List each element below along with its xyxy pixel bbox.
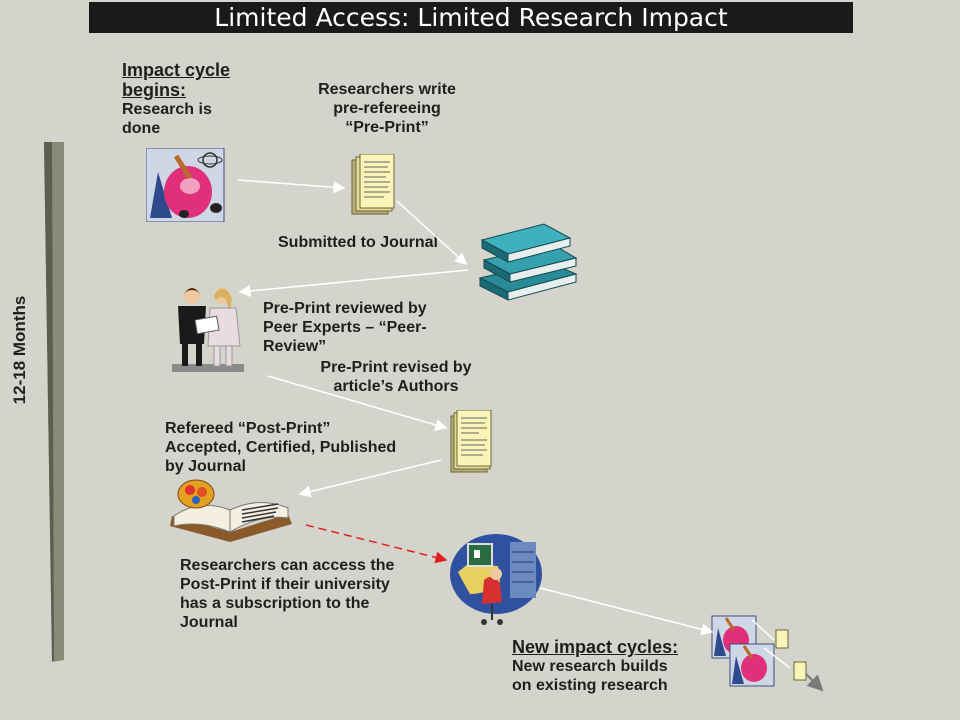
access-block: Researchers can access the Post-Print if… bbox=[180, 556, 394, 632]
arrow-review-to-postprint bbox=[267, 375, 448, 431]
peer-reviewers-icon bbox=[172, 288, 244, 372]
open-book-icon bbox=[170, 479, 292, 542]
begin-block: Impact cycle begins: Research is done bbox=[122, 60, 230, 138]
page-title: Limited Access: Limited Research Impact bbox=[89, 2, 853, 33]
new-cycle-block: New impact cycles: New research builds o… bbox=[512, 637, 678, 695]
refereed-block: Refereed “Post-Print” Accepted, Certifie… bbox=[165, 419, 396, 476]
arrow-book-to-user-dashed bbox=[305, 524, 448, 564]
computer-user-icon bbox=[450, 534, 542, 625]
arrow-postprint-to-book bbox=[298, 459, 442, 498]
postprint-document-icon bbox=[450, 410, 492, 473]
reviewed-block: Pre-Print reviewed by Peer Experts – “Pe… bbox=[263, 299, 427, 356]
revised-block: Pre-Print revised by article’s Authors bbox=[310, 358, 482, 396]
arrow-new-cycle-out bbox=[805, 673, 824, 692]
researcher-icon bbox=[146, 148, 225, 222]
arrow-preprint-to-journal bbox=[396, 200, 468, 266]
write-line-2: pre-refereeing bbox=[333, 100, 441, 117]
arrow-research-to-preprint bbox=[237, 179, 346, 194]
new-heading: New impact cycles: bbox=[512, 637, 679, 657]
reviewed-line-1: Pre-Print reviewed by bbox=[263, 300, 427, 317]
journal-stack-icon bbox=[478, 223, 578, 301]
revised-line-2: article’s Authors bbox=[333, 378, 459, 395]
write-line-1: Researchers write bbox=[318, 81, 456, 98]
refereed-line-2: Accepted, Certified, Published bbox=[165, 439, 397, 456]
submitted-label: Submitted to Journal bbox=[278, 234, 438, 251]
begin-text-1: Research is bbox=[122, 101, 212, 118]
begin-heading-2: begins: bbox=[122, 80, 187, 100]
reviewed-line-3: Review” bbox=[263, 338, 327, 355]
access-line-3: has a subscription to the bbox=[180, 595, 370, 612]
begin-heading-1: Impact cycle bbox=[122, 60, 231, 80]
new-text-1: New research builds bbox=[512, 658, 668, 675]
write-line-3: “Pre-Print” bbox=[345, 119, 429, 136]
access-line-1: Researchers can access the bbox=[180, 557, 395, 574]
new-text-2: on existing research bbox=[512, 677, 668, 694]
access-line-2: Post-Print if their university bbox=[180, 576, 390, 593]
refereed-line-3: by Journal bbox=[165, 458, 246, 475]
write-block: Researchers write pre-refereeing “Pre-Pr… bbox=[304, 80, 470, 137]
refereed-line-1: Refereed “Post-Print” bbox=[165, 420, 331, 437]
begin-text-2: done bbox=[122, 120, 161, 137]
new-cycle-researcher-icon bbox=[711, 615, 807, 687]
arrow-journal-to-review bbox=[238, 269, 469, 297]
revised-line-1: Pre-Print revised by bbox=[320, 359, 472, 376]
access-line-4: Journal bbox=[180, 614, 238, 631]
reviewed-line-2: Peer Experts – “Peer- bbox=[263, 319, 427, 336]
arrow-user-to-new-cycle bbox=[539, 587, 714, 636]
preprint-document-icon bbox=[351, 154, 395, 215]
